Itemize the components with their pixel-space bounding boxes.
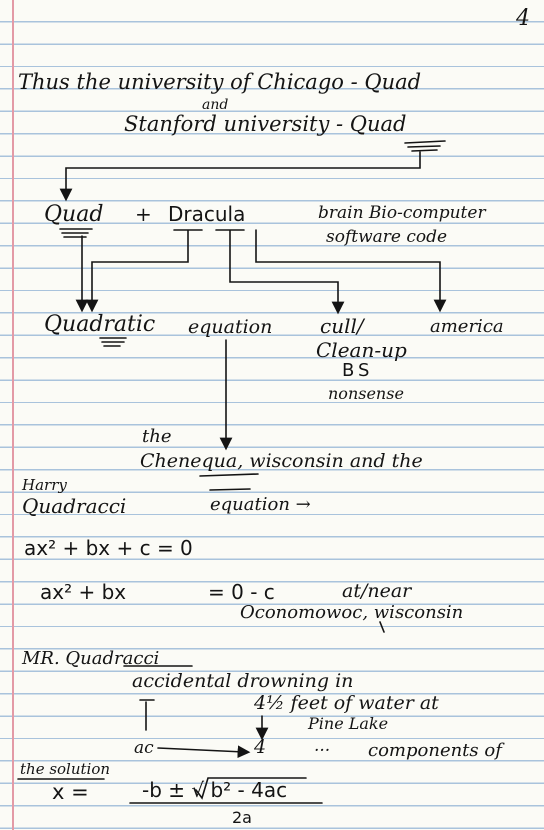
equation-1: ax² + bx + c = 0 [24,536,193,560]
four-word: 4 [254,736,267,758]
bs-word: BS [342,360,374,381]
the-solution: the solution [20,760,111,778]
america-word: america [430,316,504,337]
nonsense-word: nonsense [328,384,404,403]
margin-line [12,0,14,830]
feet-of-water: 4½ feet of water at [254,692,439,714]
cull-word: cull/ [320,314,364,338]
formula-x: x = [52,780,89,804]
dracula-word: Dracula [168,202,246,226]
formula-denominator: 2a [232,808,252,827]
oconomowoc-line: Oconomowoc, wisconsin [240,602,464,623]
brain-biocomputer: brain Bio-computer [318,203,486,223]
at-near: at/near [342,580,412,602]
pine-lake: Pine Lake [308,714,389,733]
components-of: components of [368,740,502,761]
and-annotation: and [202,97,229,113]
the-word-1: the [142,426,172,447]
cleanup-word: Clean-up [316,338,407,362]
equation-word-1: equation [188,316,273,338]
ellipsis: ... [314,736,331,756]
formula-numerator: -b ± √ b² - 4ac [142,778,288,802]
mr-quadracci: MR. Quadracci [22,648,160,669]
page-number: 4 [516,6,530,31]
equation-2-left: ax² + bx [40,580,127,604]
equation-2-right: = 0 - c [208,580,275,604]
line-stanford-quad: Stanford university - Quad [124,112,407,136]
quadratic-word: Quadratic [44,312,156,337]
ac-word: ac [134,738,154,758]
quadracci-word: Quadracci [22,494,127,518]
software-code: software code [326,227,448,247]
plus-sign: + [135,202,152,226]
equation-arrow: equation → [210,494,311,515]
chenequa-line: Chenequa, wisconsin and the [140,450,423,472]
accidental-drowning: accidental drowning in [132,670,354,692]
line-chicago-quad: Thus the university of Chicago - Quad [18,70,422,94]
quad-word: Quad [44,202,104,227]
harry-word: Harry [22,476,67,494]
